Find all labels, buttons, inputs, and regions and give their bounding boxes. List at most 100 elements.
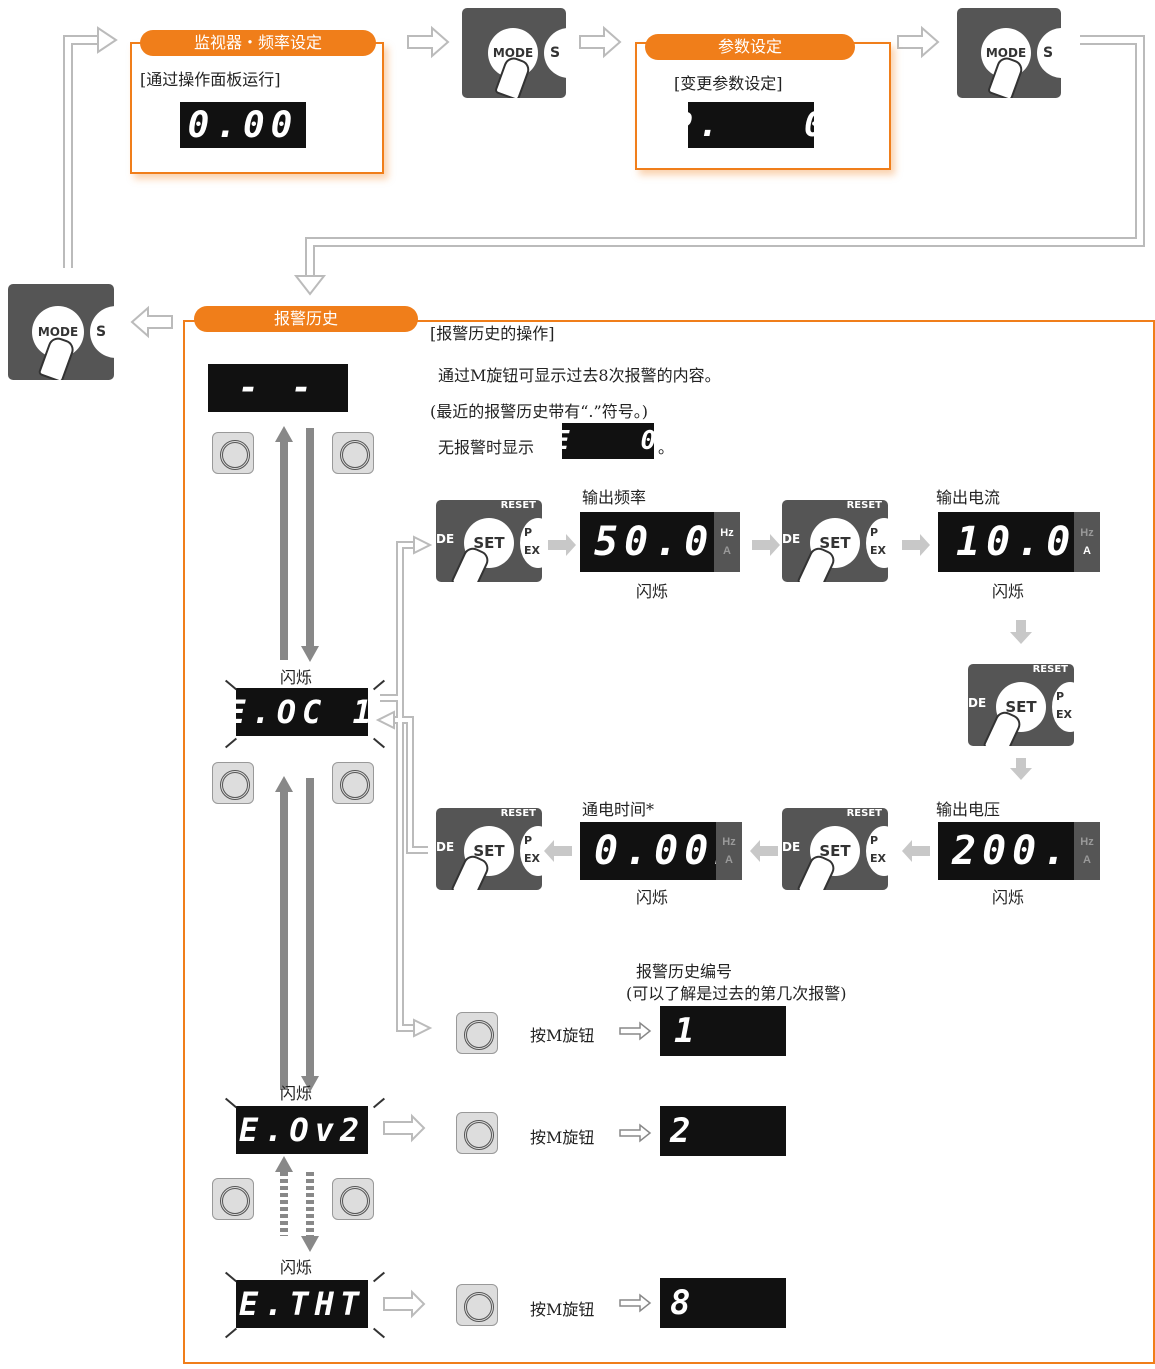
- de-label: DE: [436, 840, 455, 854]
- de-label: DE: [782, 532, 801, 546]
- alarm-desc-2: (最近的报警历史带有“.”符号。): [430, 402, 648, 421]
- de-label: DE: [968, 696, 987, 710]
- param-lcd: P. 0: [672, 102, 824, 148]
- reset-label: RESET: [846, 500, 882, 511]
- m-dial-right-icon[interactable]: [332, 1178, 374, 1220]
- blink-label: 闪烁: [992, 582, 1025, 601]
- set-button-partial[interactable]: S: [90, 306, 114, 358]
- a-indicator: A: [725, 854, 733, 866]
- out-curr-label: 输出电流: [936, 488, 1001, 507]
- pu-ext-button[interactable]: P EX: [866, 826, 888, 876]
- set-button-panel-4[interactable]: RESET DE SET P EX: [782, 808, 888, 890]
- mode-button-panel-1[interactable]: MODE S: [462, 8, 566, 98]
- reset-label: RESET: [500, 500, 536, 511]
- hz-indicator: Hz: [1080, 836, 1094, 848]
- power-time-label: 通电时间*: [582, 800, 655, 819]
- set-button-partial[interactable]: S: [1037, 28, 1061, 78]
- blink-label-e8: 闪烁: [280, 1258, 313, 1277]
- set-button-panel-5[interactable]: RESET DE SET P EX: [436, 808, 542, 890]
- alarm-ops-title: [报警历史的操作]: [430, 324, 555, 343]
- history-no-lcd-1: 1: [660, 1006, 786, 1056]
- set-button[interactable]: SET: [464, 518, 514, 568]
- reset-label: RESET: [846, 808, 882, 819]
- mode-button-panel-2[interactable]: MODE S: [957, 8, 1061, 98]
- s-label: S: [1043, 45, 1054, 61]
- ext-label: EX: [870, 544, 886, 557]
- ext-label: EX: [1056, 708, 1072, 721]
- m-dial-press-icon[interactable]: [456, 1012, 498, 1054]
- de-label: DE: [782, 840, 801, 854]
- blink-label: 闪烁: [992, 888, 1025, 907]
- pu-ext-button[interactable]: P EX: [520, 518, 542, 568]
- blink-label: 闪烁: [636, 582, 669, 601]
- monitor-mode-subtitle: [通过操作面板运行]: [140, 70, 281, 89]
- blink-label: 闪烁: [636, 888, 669, 907]
- hz-indicator: Hz: [1080, 527, 1094, 539]
- de-label: DE: [436, 532, 455, 546]
- pu-label: P: [524, 834, 533, 847]
- set-button-panel-2[interactable]: RESET DE SET P EX: [782, 500, 888, 582]
- lcd-alarm-e8: E.THT: [236, 1280, 368, 1328]
- set-button[interactable]: SET: [810, 518, 860, 568]
- m-dial-left-icon[interactable]: [212, 432, 254, 474]
- ext-label: EX: [870, 852, 886, 865]
- press-m-dial-label: 按M旋钮: [530, 1128, 595, 1147]
- lcd-no-history: E - - -: [185, 364, 365, 412]
- mode-label: MODE: [492, 46, 534, 60]
- pu-label: P: [870, 526, 879, 539]
- power-time-value: 0.001: [594, 828, 745, 874]
- blink-label-e2: 闪烁: [280, 1084, 313, 1103]
- param-mode-subtitle: [变更参数设定]: [674, 74, 783, 93]
- m-dial-right-icon[interactable]: [332, 762, 374, 804]
- mode-label: MODE: [985, 46, 1027, 60]
- ext-label: EX: [524, 544, 540, 557]
- monitor-mode-pill: 监视器・频率设定: [140, 30, 376, 56]
- param-mode-pill: 参数设定: [645, 34, 855, 60]
- hz-indicator: Hz: [720, 527, 734, 539]
- m-dial-press-icon[interactable]: [456, 1112, 498, 1154]
- m-dial-left-icon[interactable]: [212, 1178, 254, 1220]
- pu-ext-button[interactable]: P EX: [866, 518, 888, 568]
- pu-label: P: [870, 834, 879, 847]
- reset-label: RESET: [1032, 664, 1068, 675]
- lcd-alarm-e1: E.OC 1: [226, 688, 372, 736]
- a-indicator: A: [723, 545, 731, 557]
- a-indicator: A: [1083, 545, 1091, 557]
- monitor-lcd: 0.00: [180, 102, 306, 148]
- m-dial-press-icon[interactable]: [456, 1284, 498, 1326]
- set-button-partial[interactable]: S: [544, 28, 566, 78]
- hz-indicator: Hz: [722, 836, 736, 848]
- set-button-panel-1[interactable]: RESET DE SET P EX: [436, 500, 542, 582]
- alarm-history-pill: 报警历史: [194, 306, 418, 332]
- alarm-desc-1: 通过M旋钮可显示过去8次报警的内容。: [438, 366, 721, 385]
- m-dial-right-icon[interactable]: [332, 432, 374, 474]
- history-no-title: 报警历史编号: [636, 962, 733, 981]
- lcd-alarm-e2: E.Ov2: [236, 1106, 368, 1154]
- s-label: S: [550, 45, 561, 61]
- a-indicator: A: [1083, 854, 1091, 866]
- pu-ext-button[interactable]: P EX: [520, 826, 542, 876]
- m-dial-left-icon[interactable]: [212, 762, 254, 804]
- mode-label: MODE: [37, 325, 79, 339]
- set-label: SET: [473, 842, 505, 860]
- press-m-dial-label: 按M旋钮: [530, 1026, 595, 1045]
- reset-label: RESET: [500, 808, 536, 819]
- set-label: SET: [819, 842, 851, 860]
- history-no-lcd-8: 8: [660, 1278, 786, 1328]
- pu-label: P: [524, 526, 533, 539]
- set-label: SET: [819, 534, 851, 552]
- ext-label: EX: [524, 852, 540, 865]
- mode-button-panel-3[interactable]: MODE S: [8, 284, 114, 380]
- s-label: S: [96, 324, 107, 340]
